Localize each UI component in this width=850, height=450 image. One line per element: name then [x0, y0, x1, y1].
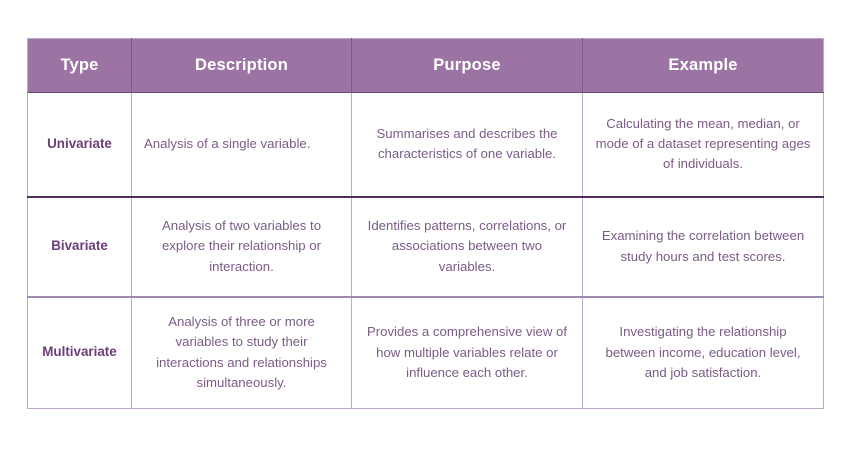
cell-purpose: Identifies patterns, correlations, or as… — [351, 196, 583, 298]
cell-description: Analysis of three or more variables to s… — [131, 296, 352, 409]
cell-purpose: Summarises and describes the characteris… — [351, 92, 583, 198]
cell-example: Investigating the relationship between i… — [582, 296, 824, 409]
table-header-row: Type Description Purpose Example — [27, 38, 824, 93]
cell-description: Analysis of two variables to explore the… — [131, 196, 352, 298]
table-row: Multivariate Analysis of three or more v… — [27, 296, 824, 409]
column-header-type: Type — [27, 38, 132, 93]
cell-example: Examining the correlation between study … — [582, 196, 824, 298]
column-header-purpose: Purpose — [351, 38, 583, 93]
table-row: Bivariate Analysis of two variables to e… — [27, 196, 824, 298]
column-header-example: Example — [582, 38, 824, 93]
analysis-types-table: Type Description Purpose Example Univari… — [27, 38, 824, 409]
table-row: Univariate Analysis of a single variable… — [27, 92, 824, 198]
cell-type: Univariate — [27, 92, 132, 198]
cell-description: Analysis of a single variable. — [131, 92, 352, 198]
cell-purpose: Provides a comprehensive view of how mul… — [351, 296, 583, 409]
cell-example: Calculating the mean, median, or mode of… — [582, 92, 824, 198]
cell-type: Multivariate — [27, 296, 132, 409]
analysis-types-table-container: Type Description Purpose Example Univari… — [27, 38, 824, 409]
table-header: Type Description Purpose Example — [27, 38, 824, 93]
column-header-description: Description — [131, 38, 352, 93]
table-body: Univariate Analysis of a single variable… — [27, 92, 824, 409]
cell-type: Bivariate — [27, 196, 132, 298]
